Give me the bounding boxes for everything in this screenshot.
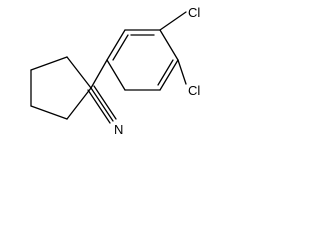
benzene-ring — [90, 29, 179, 91]
chlorine-label-bottom: Cl — [188, 83, 200, 98]
ring-bond-5 — [66, 87, 92, 120]
benzene-bond-3 — [159, 29, 179, 61]
molecule-structure: Cl Cl N — [30, 5, 200, 137]
aryl-link-bond — [90, 59, 108, 89]
cl-bottom-bond — [177, 59, 187, 85]
chlorine-label-top: Cl — [188, 5, 200, 20]
ring-bond-1 — [66, 56, 92, 89]
benzene-bond-1 — [106, 29, 126, 61]
cl-top-bond — [159, 11, 187, 31]
ring-bond-4 — [30, 105, 68, 120]
benzene-double-bond-2 — [157, 59, 174, 86]
nitrile-group — [87, 85, 117, 124]
nitrile-bond-left — [87, 89, 111, 124]
nitrogen-label: N — [114, 122, 123, 137]
cyclopentane-ring — [30, 56, 92, 120]
benzene-bond-4 — [159, 59, 179, 91]
nitrile-bond-right — [93, 85, 117, 120]
nitrile-bond-center — [90, 87, 114, 122]
benzene-double-bond-1 — [112, 34, 129, 61]
ring-bond-2 — [30, 56, 68, 71]
benzene-bond-6 — [106, 59, 126, 91]
